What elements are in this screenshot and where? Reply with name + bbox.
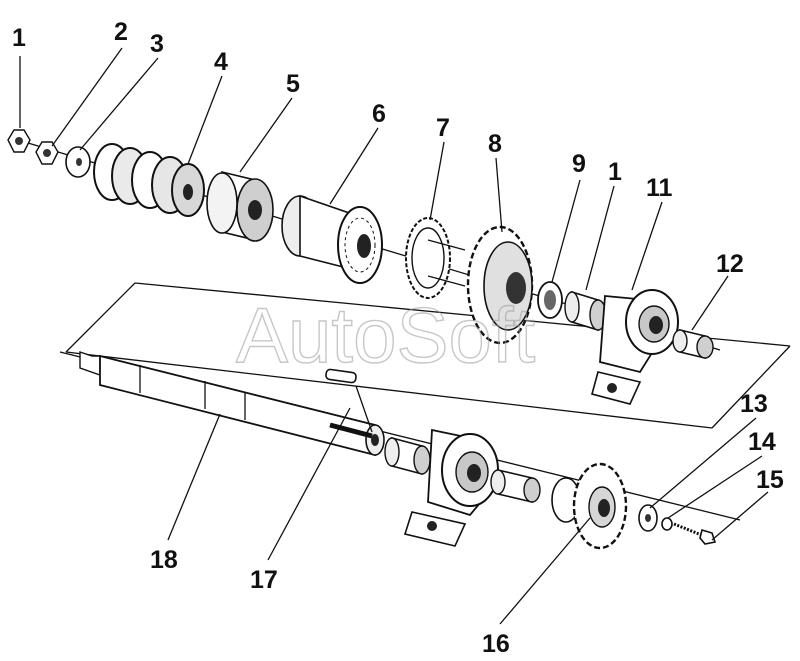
gear-plate-part-7 — [405, 217, 466, 299]
callout-14: 14 — [748, 428, 776, 456]
lock-washer-part-14 — [661, 517, 673, 531]
bushing-part-5 — [206, 170, 274, 242]
sprocket-part-8 — [466, 225, 534, 345]
bearing-housing-part-11 — [591, 289, 679, 405]
lower-collar — [490, 468, 541, 504]
callout-4: 4 — [214, 48, 228, 76]
callout-6: 6 — [372, 100, 386, 128]
collar-part-12 — [672, 328, 714, 360]
callout-1-upper: 1 — [12, 24, 26, 52]
shaft-part-18 — [79, 351, 385, 457]
nut-part-2 — [35, 141, 59, 165]
callout-7: 7 — [436, 114, 450, 142]
clutch-hub-part-6 — [281, 194, 383, 284]
callout-9: 9 — [572, 150, 586, 178]
callout-16: 16 — [482, 630, 510, 658]
callout-1-lower: 1 — [608, 158, 622, 186]
ring-part-9 — [537, 281, 563, 319]
watermark-text: AutoSoft — [236, 291, 536, 379]
callout-11: 11 — [646, 174, 673, 202]
washer-part-13 — [638, 504, 658, 532]
callout-2: 2 — [114, 18, 128, 46]
callout-5: 5 — [286, 70, 300, 98]
callout-17: 17 — [250, 566, 278, 594]
callout-15: 15 — [756, 466, 784, 494]
callout-leaders — [19, 47, 769, 625]
callout-13: 13 — [740, 390, 768, 418]
lower-bearing-housing — [403, 428, 499, 547]
bolt-part-15 — [673, 522, 717, 545]
callout-18: 18 — [150, 546, 178, 574]
sprocket-part-16 — [551, 462, 628, 550]
hex-nut-part-1 — [7, 129, 31, 153]
callout-8: 8 — [488, 130, 502, 158]
callout-12: 12 — [716, 250, 744, 278]
callout-numbers: 1 2 3 4 5 6 7 8 9 1 11 12 13 14 15 16 17… — [12, 18, 784, 658]
washer-part-3 — [65, 146, 91, 178]
sleeve-part-1-lower — [564, 290, 607, 332]
lower-bushing — [384, 436, 431, 476]
callout-3: 3 — [150, 30, 164, 58]
key-part-17 — [325, 368, 357, 384]
spring-washer-stack-part-4 — [93, 143, 205, 217]
